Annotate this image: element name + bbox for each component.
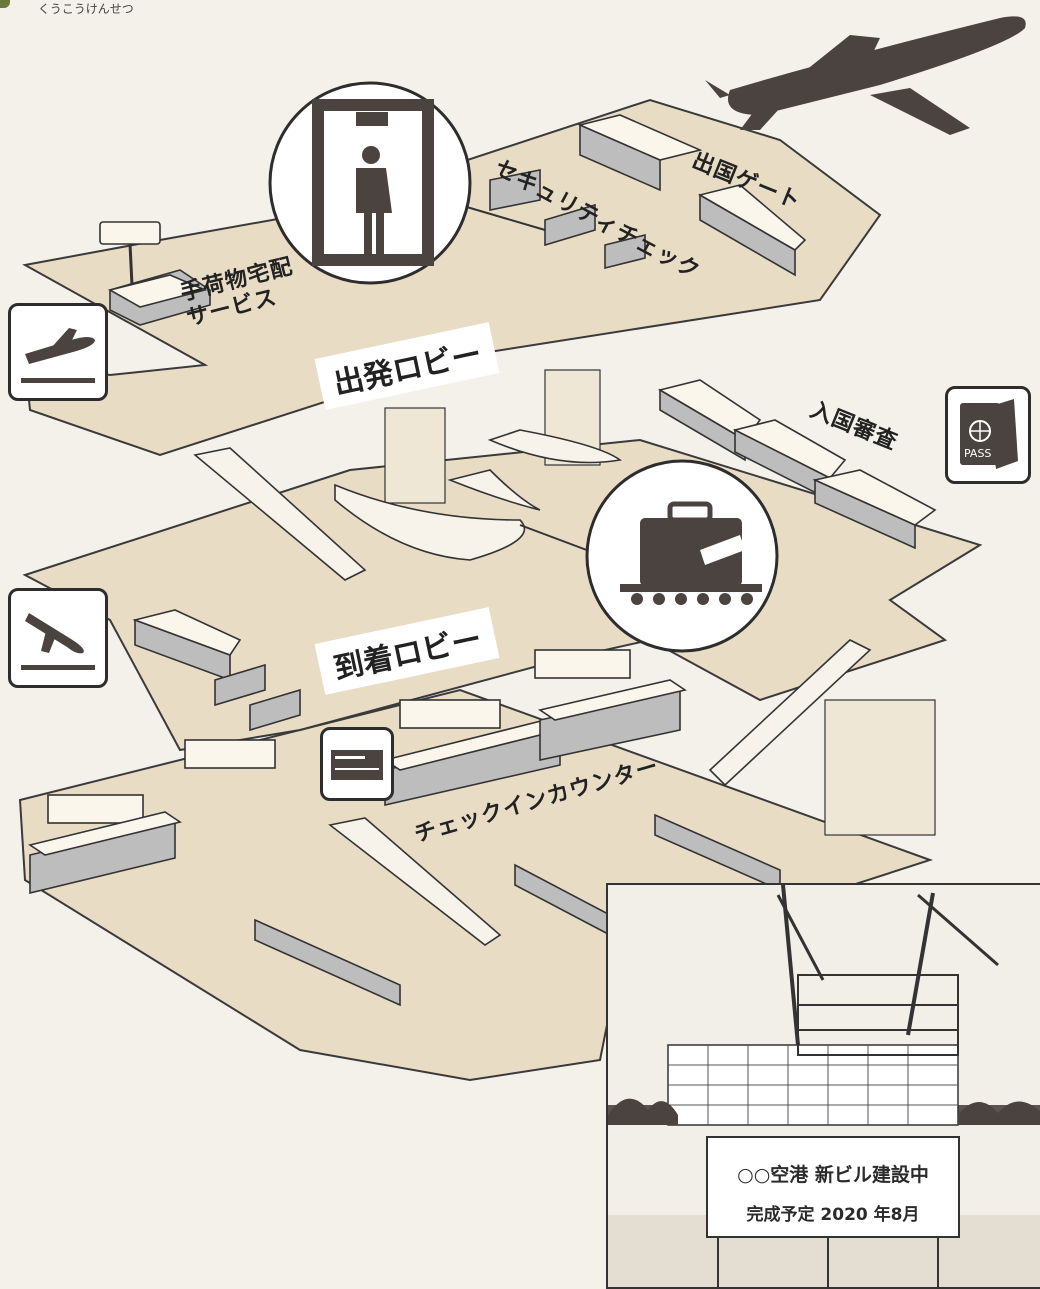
construction-title: ○○空港 新ビル建設中 <box>708 1160 958 1187</box>
boarding-pass-icon <box>320 727 394 801</box>
passport-label: PASS <box>964 447 991 460</box>
arrival-plane-icon <box>8 588 108 688</box>
construction-signboard: ○○空港 新ビル建設中 完成予定 2020 年8月 <box>706 1136 960 1238</box>
departure-plane-icon <box>8 303 108 401</box>
passport-icon: PASS <box>945 386 1031 484</box>
airplane-icon <box>705 16 1026 135</box>
completion-date: 完成予定 2020 年8月 <box>708 1200 958 1225</box>
